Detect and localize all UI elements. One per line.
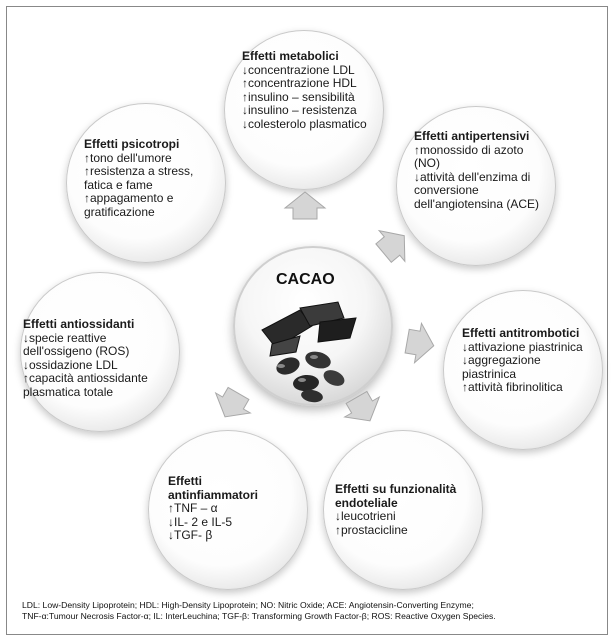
node-circle-antipertensivi (396, 106, 556, 266)
node-line: ↑monossido di azoto (414, 142, 524, 157)
node-line: fatica e fame (84, 177, 153, 192)
node-line: ↓concentrazione LDL (242, 62, 355, 77)
node-title: Effetti psicotropi (84, 137, 180, 151)
node-line: ↓aggregazione (462, 353, 541, 367)
node-line: ↓specie reattive (23, 330, 107, 345)
node-circle-psicotropi (66, 103, 226, 263)
node-line: ↑appagamento e (84, 191, 174, 205)
node-metabolici: Effetti metabolici ↓concentrazione LDL ↑… (242, 49, 367, 131)
node-circle-endoteliale (323, 430, 483, 590)
node-line: ↑TNF – α (168, 501, 218, 515)
node-circle-metabolici (224, 30, 384, 190)
node-psicotropi: Effetti psicotropi ↑tono dell'umore ↑res… (84, 137, 194, 219)
node-line: piastrinica (462, 366, 517, 381)
node-line: dell'angiotensina (ACE) (414, 196, 540, 211)
node-title: endoteliale (335, 495, 398, 510)
node-line: ↑resistenza a stress, (84, 164, 194, 178)
node-line: ↓insulino – resistenza (242, 103, 357, 117)
node-line: ↓attività dell'enzima di (414, 169, 531, 184)
node-line: ↓IL- 2 e IL-5 (168, 514, 233, 529)
node-line: (NO) (414, 156, 440, 170)
arrow-right (403, 320, 438, 366)
node-title: Effetti antiossidanti (23, 317, 135, 331)
center-title: CACAO (276, 271, 335, 288)
node-line: ↓ossidazione LDL (23, 357, 118, 372)
node-line: dell'ossigeno (ROS) (23, 344, 130, 358)
node-line: ↓colesterolo plasmatico (242, 116, 367, 131)
node-line: ↑concentrazione HDL (242, 76, 357, 90)
node-antitrombotici: Effetti antitrombotici ↓attivazione pias… (462, 326, 583, 395)
arrow-lower-right (338, 386, 388, 432)
node-line: ↑insulino – sensibilità (242, 89, 355, 104)
arrow-upper-right (370, 219, 418, 269)
footnote-line: LDL: Low-Density Lipoprotein; HDL: High-… (22, 600, 474, 610)
node-endoteliale: Effetti su funzionalità endoteliale ↓leu… (335, 482, 457, 537)
node-line: gratificazione (84, 204, 155, 219)
arrow-lower-left (207, 382, 257, 428)
node-line: ↓attivazione piastrinica (462, 339, 583, 354)
node-circle-antinfiammatori (148, 430, 308, 590)
node-line: conversione (414, 183, 479, 197)
node-line: ↑capacità antiossidante (23, 371, 148, 385)
footnote-line: TNF-α:Tumour Necrosis Factor-α; IL: Inte… (22, 611, 496, 621)
node-line: ↓TGF- β (168, 528, 213, 542)
node-line: ↑tono dell'umore (84, 150, 172, 165)
node-antipertensivi: Effetti antipertensivi ↑monossido di azo… (414, 129, 540, 211)
node-title: Effetti metabolici (242, 49, 339, 63)
arrow-up (284, 191, 326, 220)
footnote: LDL: Low-Density Lipoprotein; HDL: High-… (22, 600, 602, 622)
node-line: plasmatica totale (23, 384, 114, 399)
node-title: Effetti (168, 474, 202, 488)
node-title: Effetti antipertensivi (414, 129, 530, 143)
chocolate-illustration (261, 301, 357, 403)
node-line: ↓leucotrieni (335, 509, 396, 523)
node-circle-antitrombotici (443, 290, 603, 450)
node-line: ↑prostacicline (335, 522, 408, 537)
node-antinfiammatori: Effetti antinfiammatori ↑TNF – α ↓IL- 2 … (168, 474, 259, 543)
node-line: ↑attività fibrinolitica (462, 380, 563, 394)
node-title: Effetti antitrombotici (462, 326, 580, 340)
node-title: antinfiammatori (168, 487, 259, 502)
node-title: Effetti su funzionalità (335, 482, 457, 496)
node-circle-antiossidanti (20, 272, 180, 432)
node-antiossidanti: Effetti antiossidanti ↓specie reattive d… (23, 317, 148, 399)
